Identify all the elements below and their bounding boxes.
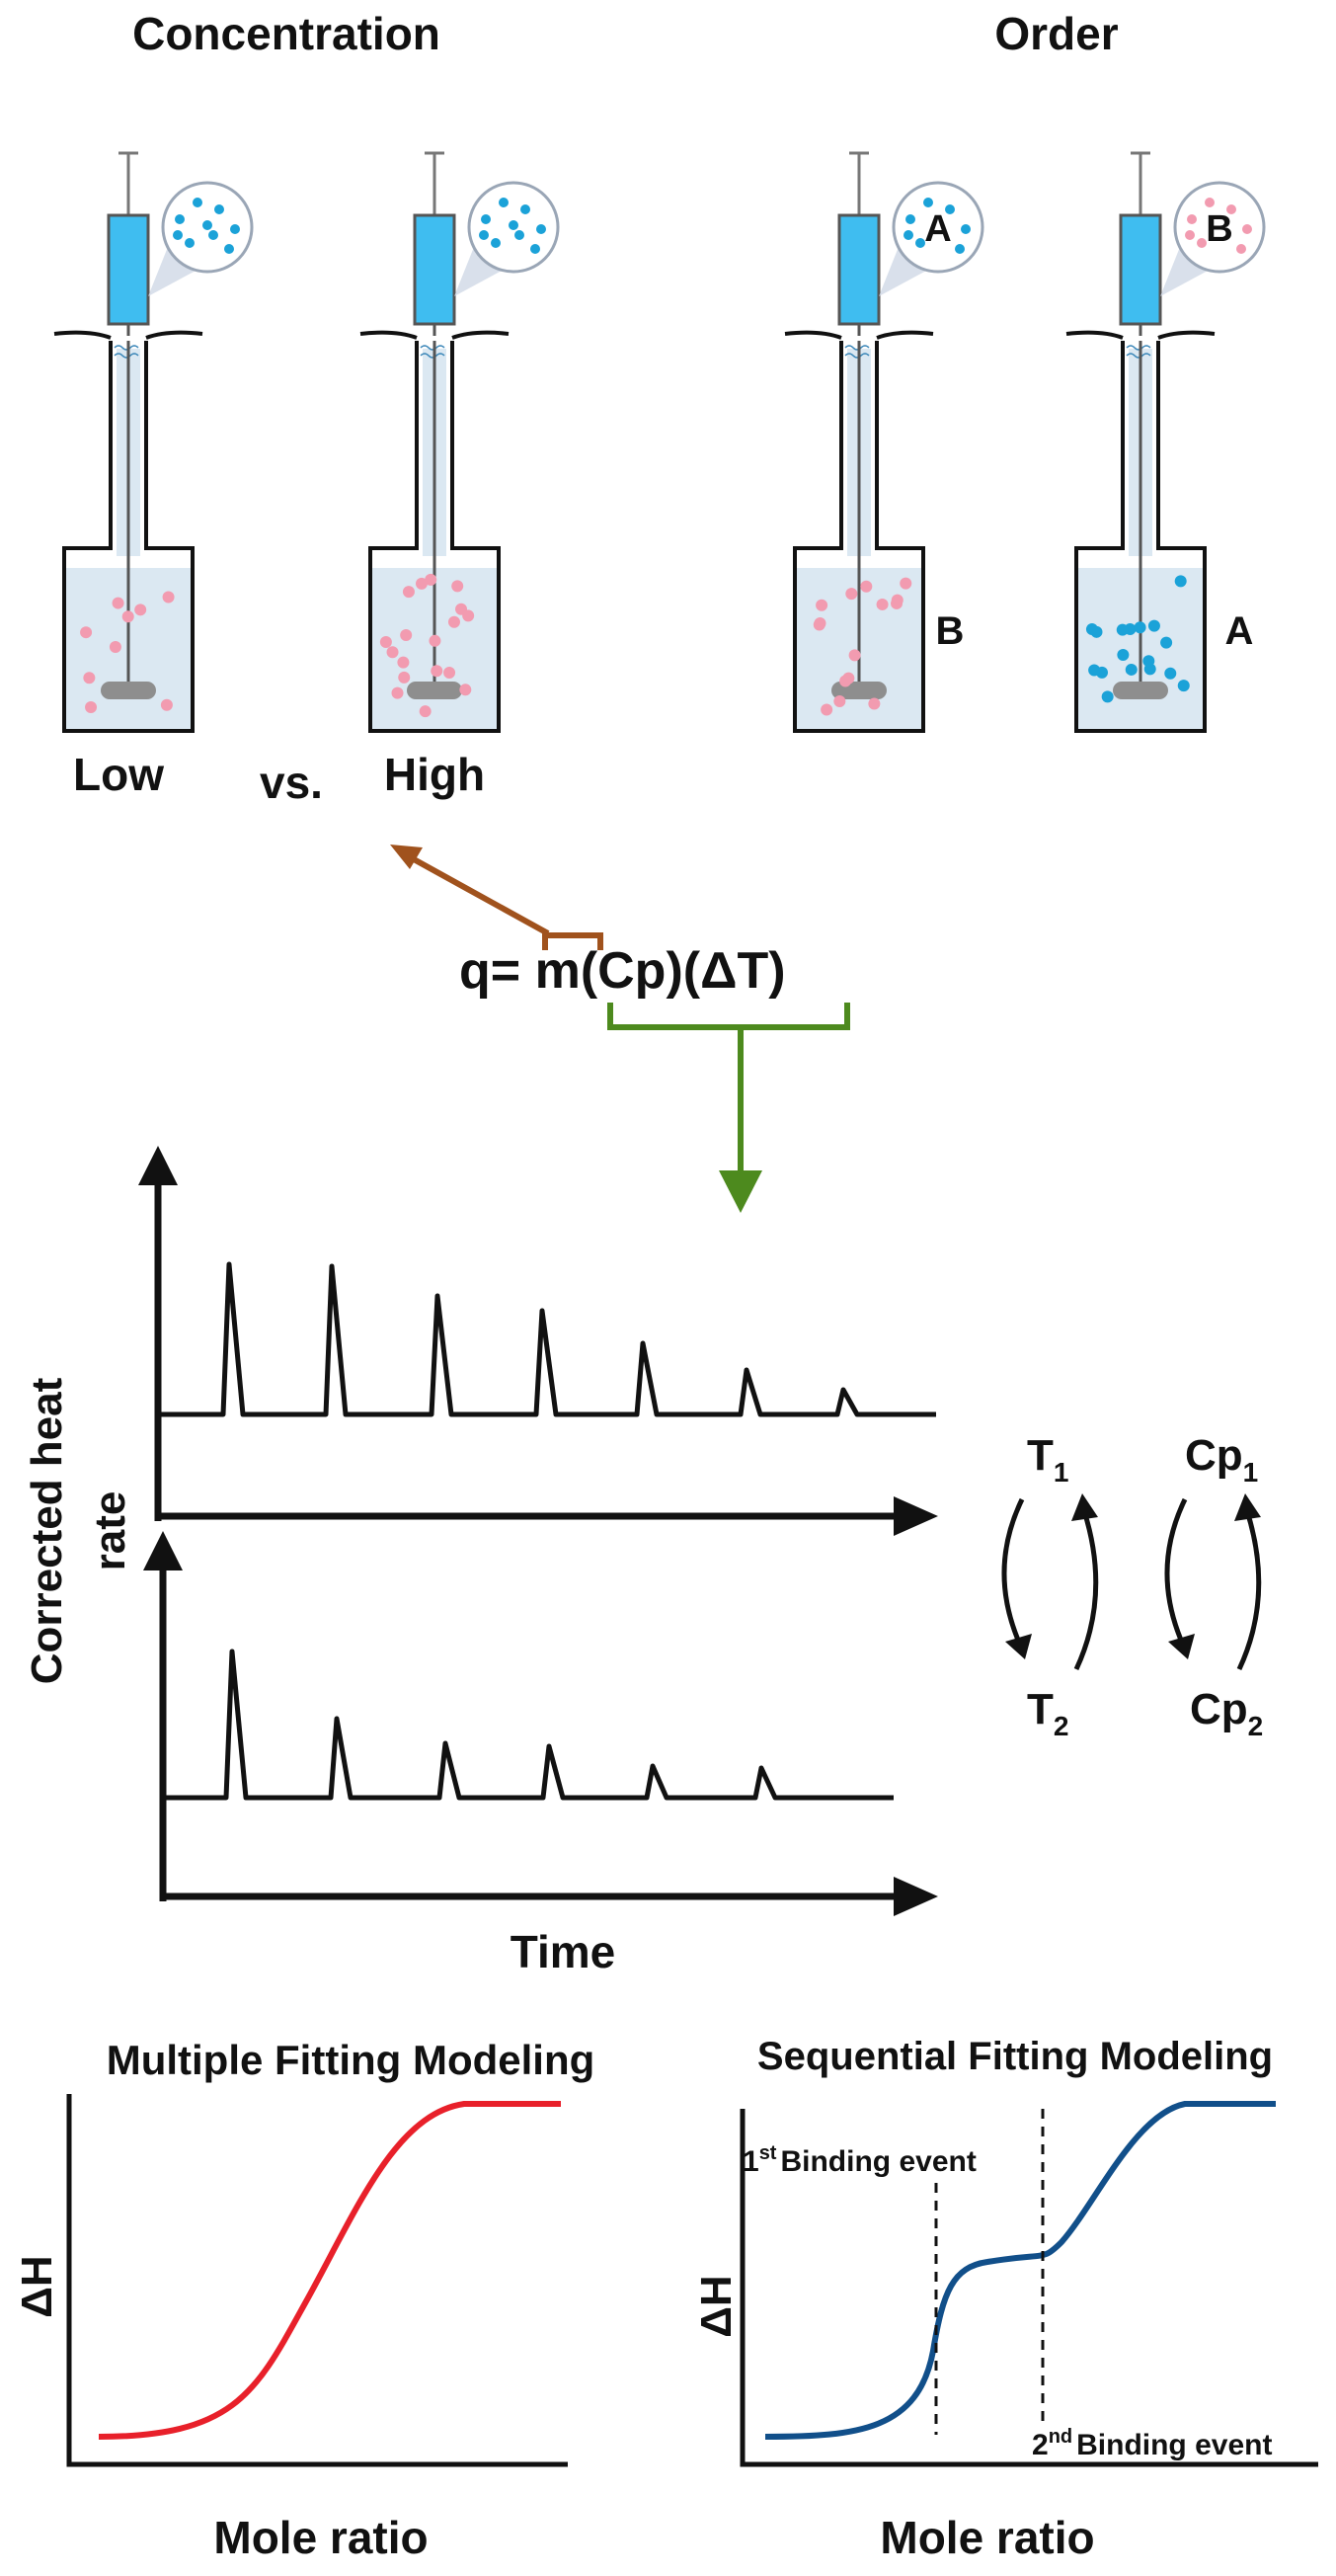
heading-concentration: Concentration xyxy=(132,8,440,59)
syringe-barrel xyxy=(413,213,456,326)
multiple-fitting-title: Multiple Fitting Modeling xyxy=(107,2037,595,2083)
arrow-t-down xyxy=(1001,1497,1025,1647)
label-cell-b: B xyxy=(936,609,965,653)
sequential-fitting-curve xyxy=(764,2101,1276,2440)
thermogram-y-label-line2: rate xyxy=(86,1491,134,1571)
syringe-cell-unit-3: A xyxy=(784,151,984,733)
sequential-fitting-y-label: ΔH xyxy=(692,2275,741,2337)
syringe-cell-unit-2 xyxy=(359,151,560,733)
multiple-fitting-curve xyxy=(98,2101,561,2440)
thermogram-axes xyxy=(138,1146,938,1916)
multiple-fitting-y-label: ΔH xyxy=(13,2255,61,2317)
syringe-barrel xyxy=(107,213,150,326)
arrow-t-up xyxy=(1073,1510,1099,1671)
temperature-cycle: T1 T2 xyxy=(1001,1431,1099,1741)
bubble-label: A xyxy=(924,208,951,250)
label-high: High xyxy=(384,749,485,800)
brown-arrow xyxy=(390,845,603,950)
sequential-fitting-x-label: Mole ratio xyxy=(880,2512,1094,2563)
cp1-label: Cp1 xyxy=(1185,1431,1258,1488)
thermogram-x-label: Time xyxy=(511,1926,616,1977)
arrow-cp-up xyxy=(1236,1510,1262,1671)
label-vs: vs. xyxy=(260,757,323,808)
bubble-label: B xyxy=(1206,208,1232,250)
syringe-cell-unit-4: B xyxy=(1065,151,1266,733)
t1-label: T1 xyxy=(1027,1431,1068,1488)
label-cell-a: A xyxy=(1225,609,1254,653)
sequential-fitting-title: Sequential Fitting Modeling xyxy=(757,2035,1273,2078)
green-arrow xyxy=(607,1003,850,1213)
thermogram-trace-top xyxy=(161,1261,936,1417)
multiple-fitting-x-label: Mole ratio xyxy=(213,2512,428,2563)
multiple-fitting-axes xyxy=(66,2094,568,2467)
stir-bar xyxy=(101,682,156,699)
label-low: Low xyxy=(73,749,164,800)
stir-bar xyxy=(407,682,462,699)
thermogram-y-label-line1: Corrected heat xyxy=(23,1377,71,1684)
t2-label: T2 xyxy=(1027,1685,1068,1741)
equation: q= m(Cp)(ΔT) xyxy=(459,942,786,1000)
sample-cell xyxy=(62,341,195,733)
thermogram-trace-bottom xyxy=(166,1649,894,1801)
arrow-cp-down xyxy=(1164,1497,1188,1647)
sample-cell xyxy=(793,341,925,733)
cp2-label: Cp2 xyxy=(1190,1685,1263,1741)
sample-cell xyxy=(1074,341,1207,733)
stir-bar xyxy=(1113,682,1168,699)
syringe-cell-unit-1 xyxy=(53,151,254,733)
sample-cell xyxy=(368,341,501,733)
syringe-barrel xyxy=(1119,213,1162,326)
heat-capacity-cycle: Cp1 Cp2 xyxy=(1164,1431,1263,1741)
sequential-fitting-axes xyxy=(740,2109,1318,2467)
syringe-barrel xyxy=(837,213,881,326)
heading-order: Order xyxy=(994,8,1118,59)
